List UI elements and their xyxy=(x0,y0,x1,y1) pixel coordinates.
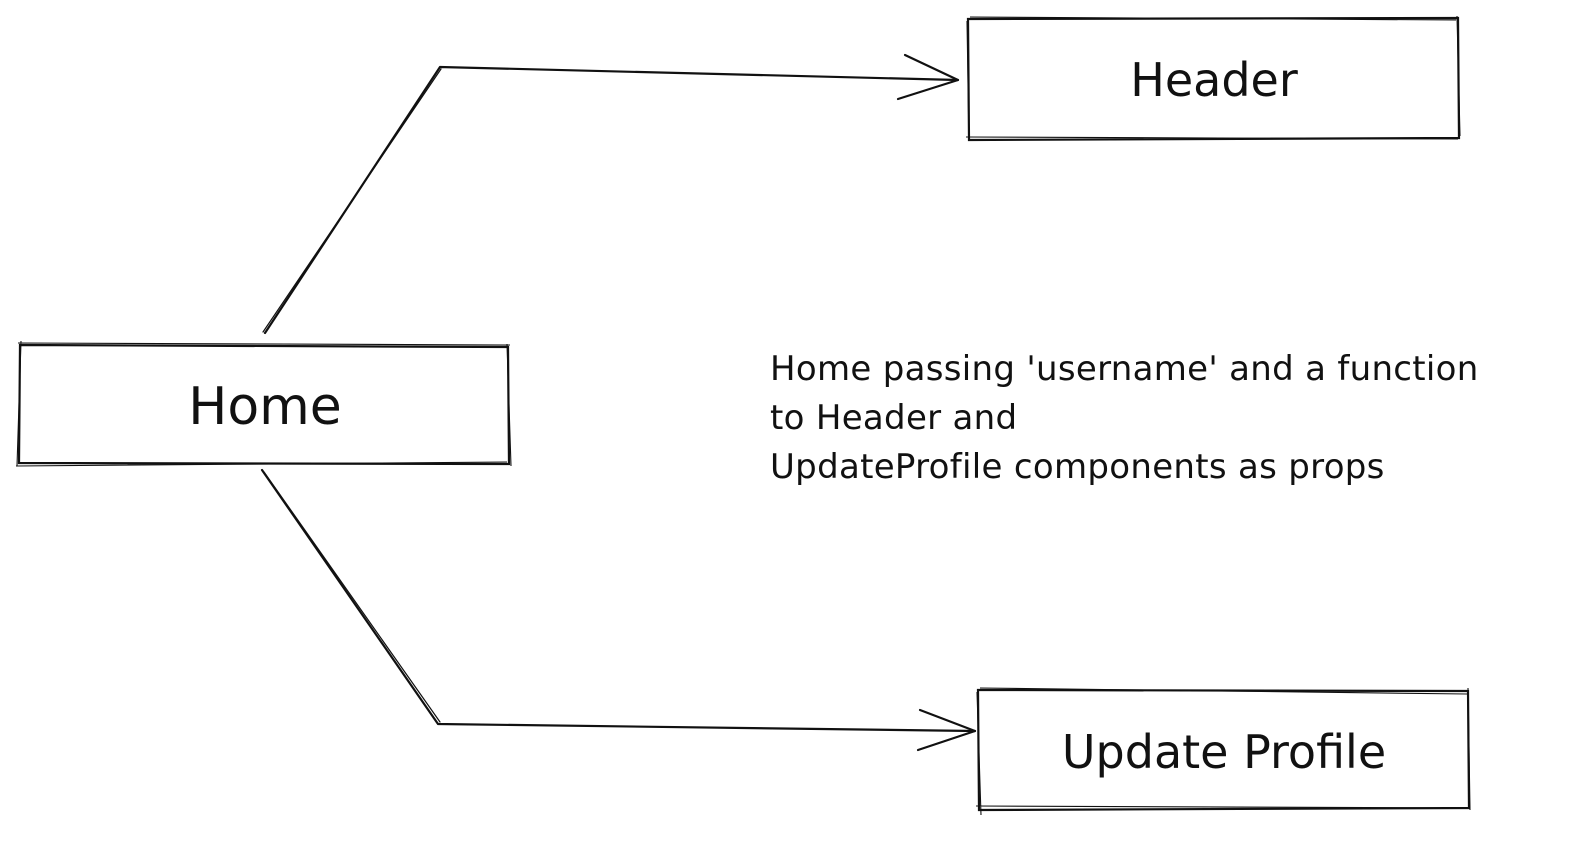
annotation-line: Home passing 'username' and a function xyxy=(770,349,1479,389)
connector-line-sketch xyxy=(262,68,442,333)
node-update-profile-label: Update Profile xyxy=(1062,725,1386,779)
edge-home-to-update-profile xyxy=(260,468,977,752)
node-header[interactable]: Header xyxy=(965,15,1461,142)
node-home-label: Home xyxy=(188,377,342,437)
arrowhead-icon xyxy=(916,708,977,752)
node-update-profile-box-sketch xyxy=(975,687,1471,816)
annotation-line: UpdateProfile components as props xyxy=(770,447,1385,487)
node-header-label: Header xyxy=(1130,53,1298,107)
connector-line-sketch xyxy=(263,471,441,723)
node-home[interactable]: Home xyxy=(15,340,512,467)
connector-line xyxy=(263,65,960,335)
edge-home-to-header xyxy=(262,53,960,335)
arrowhead-icon xyxy=(896,53,960,101)
node-update-profile[interactable]: Update Profile xyxy=(975,687,1471,816)
node-home-box-sketch xyxy=(15,340,512,467)
node-header-box-sketch xyxy=(965,15,1461,142)
annotation-note: Home passing 'username' and a function t… xyxy=(770,345,1560,492)
annotation-line: to Header and xyxy=(770,398,1018,438)
connector-line xyxy=(260,468,977,733)
node-update-profile-box xyxy=(976,688,1471,812)
node-home-box xyxy=(17,343,511,466)
